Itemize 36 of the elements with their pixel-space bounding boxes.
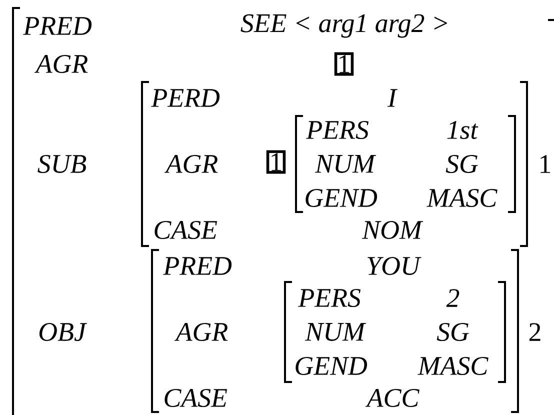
attribute-label: NOM: [362, 220, 424, 240]
attribute-label: NUM: [314, 155, 376, 173]
feature-value: SG: [436, 322, 469, 342]
feature-value: SEE < arg1 arg2 >: [240, 14, 447, 38]
attribute-matrix: [151, 249, 540, 413]
feature-value: YOU: [368, 256, 422, 276]
attribute-label: SUB: [38, 154, 86, 174]
feature-value: MASC: [418, 356, 488, 376]
feature-value: 2: [446, 289, 460, 307]
attribute-label: OBJ: [39, 322, 87, 342]
attribute-label: GEND: [296, 356, 368, 376]
index-label: 1: [540, 155, 550, 173]
attribute-matrix: [12, 7, 554, 415]
tag-box: 1: [334, 52, 354, 76]
attribute-label: PERD: [151, 89, 220, 107]
feature-value: I: [387, 89, 398, 107]
tag-box: 1: [266, 150, 286, 174]
attribute-label: GEND: [306, 188, 378, 208]
attribute-matrix: [141, 81, 550, 247]
attribute-label: PRED: [163, 257, 232, 275]
attribute-label: NUM: [304, 323, 366, 341]
feature-value: CASE: [154, 220, 218, 240]
feature-value: MASC: [426, 188, 498, 208]
attribute-label: AGR: [164, 154, 218, 174]
attribute-label: PRED: [23, 17, 92, 35]
attribute-matrix: [284, 281, 506, 383]
attribute-label: PERS: [298, 288, 361, 308]
feature-value: 1st: [447, 120, 478, 140]
attribute-matrix: [295, 115, 516, 213]
feature-value: CASE: [164, 388, 228, 408]
attribute-label: ACC: [365, 388, 420, 408]
index-label: 2: [529, 323, 540, 341]
attribute-label: PERS: [306, 120, 369, 140]
attribute-label: AGR: [34, 54, 88, 74]
attribute-label: AGR: [174, 322, 228, 342]
feature-value: SG: [446, 154, 478, 174]
